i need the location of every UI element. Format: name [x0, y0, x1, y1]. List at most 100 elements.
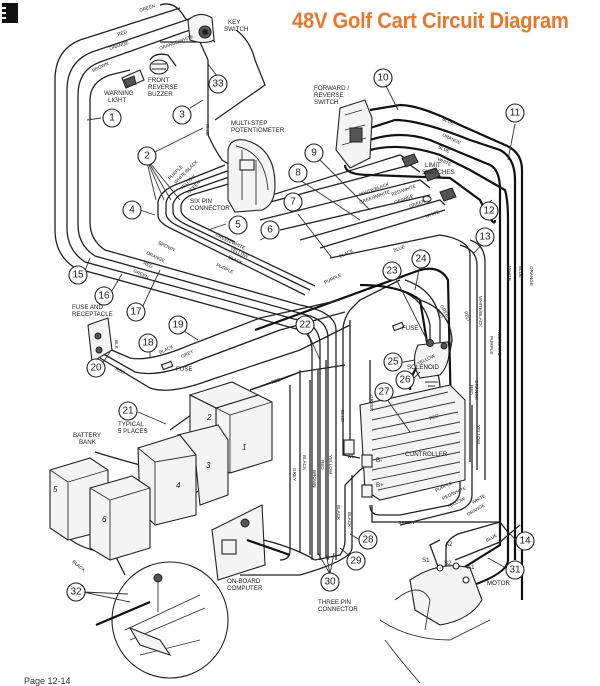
callout-5: 5 — [228, 215, 248, 235]
wire-label: BLACK — [71, 559, 86, 573]
callout-24: 24 — [411, 249, 431, 269]
solenoid-wiring — [359, 279, 453, 415]
callout-number: 29 — [350, 556, 362, 567]
callout-28: 28 — [358, 530, 378, 550]
wire-label: WHITE — [507, 266, 512, 281]
callout-number: 19 — [172, 320, 184, 331]
fuse-label: FUSE — [176, 366, 193, 373]
callout-19: 19 — [168, 315, 188, 335]
callout-10: 10 — [373, 68, 393, 88]
callout-number: 14 — [519, 536, 531, 547]
wire-label: RED — [117, 29, 128, 37]
pot-wiring — [157, 134, 316, 296]
callout-number: 16 — [98, 291, 110, 302]
wire-label: ORANGE — [474, 380, 479, 400]
callout-circle — [395, 370, 415, 390]
wire-label: WHITE/BLACK — [478, 296, 483, 328]
terminal-a2: A2 — [445, 541, 453, 548]
wire-label: GREEN — [139, 3, 156, 13]
callout-number: 18 — [142, 338, 154, 349]
page-corner-mark — [2, 3, 18, 23]
fuse-label: FUSE — [402, 325, 419, 332]
wire-label: BROWN — [312, 470, 317, 488]
page-footer: Page 12-14 — [24, 676, 71, 686]
callout-circle — [122, 200, 142, 220]
key-switch — [187, 13, 215, 44]
battery-number: 6 — [102, 515, 107, 524]
callout-14: 14 — [515, 531, 535, 551]
callout-circle — [346, 551, 366, 571]
callout-6: 6 — [260, 220, 280, 240]
callout-circle — [172, 105, 192, 125]
battery-number: 1 — [242, 443, 246, 452]
callout-number: 25 — [387, 357, 399, 368]
right-side-wiring — [254, 234, 486, 480]
wire-label: RED — [429, 413, 440, 421]
terminal-a1: A1 — [467, 564, 475, 571]
wire-labels: GREEN RED ORANGE ORANGE/WHITE BROWN BLUE… — [71, 3, 534, 573]
callout-number: 12 — [483, 206, 495, 217]
callout-number: 26 — [399, 375, 411, 386]
wire-label: BLUE — [442, 116, 455, 126]
callout-number: 28 — [362, 535, 374, 546]
callout-number: 17 — [130, 307, 142, 318]
callout-12: 12 — [479, 201, 499, 221]
wire-label: GREY — [292, 468, 297, 481]
wire-label: ORANGE — [394, 193, 414, 205]
controller-label: CONTROLLER — [405, 451, 448, 458]
callout-17: 17 — [126, 302, 146, 322]
battery-6 — [89, 475, 151, 561]
wire-label: BLACK — [336, 505, 341, 521]
callout-circle — [283, 192, 303, 212]
wire-label: ORANGE — [442, 132, 462, 145]
terminal-b-minus: B- — [376, 457, 382, 464]
callout-number: 27 — [378, 387, 390, 398]
battery-numbers: 1 2 3 4 5 6 — [53, 413, 246, 524]
limit-switches — [401, 153, 457, 203]
callout-26: 26 — [395, 370, 415, 390]
wire-label: RED — [143, 260, 155, 269]
callout-33: 33 — [208, 74, 228, 94]
wire-label: BLACK — [347, 512, 352, 528]
wire-label: PURPLE — [323, 273, 342, 285]
battery-terminal-detail — [95, 561, 229, 679]
wire-label: RED — [469, 385, 474, 395]
wire-label: RED — [115, 366, 127, 375]
callout-circle — [373, 68, 393, 88]
callout-number: 6 — [267, 225, 273, 236]
callout-circle — [118, 401, 138, 421]
callout-circle — [505, 103, 525, 123]
warning-light — [121, 69, 145, 89]
wire-label: GREEN — [369, 395, 374, 411]
leader-lines — [82, 63, 517, 603]
callout-number: 10 — [377, 73, 389, 84]
callout-number: 30 — [324, 577, 336, 588]
wire-label: WHITE — [437, 156, 453, 167]
callout-25: 25 — [383, 352, 403, 372]
callout-32: 32 — [66, 582, 86, 602]
callout-27: 27 — [374, 382, 394, 402]
callout-13: 13 — [475, 227, 495, 247]
callout-circle — [382, 261, 402, 281]
callout-16: 16 — [94, 286, 114, 306]
callout-number: 2 — [144, 151, 150, 162]
callout-circle — [208, 74, 228, 94]
terminal-b-plus: B+ — [376, 482, 384, 489]
callout-number: 22 — [299, 320, 311, 331]
callout-circle — [126, 302, 146, 322]
callout-4: 4 — [122, 200, 142, 220]
wire-label: BLACK — [302, 455, 307, 471]
wire-label: YELLOW — [476, 425, 481, 445]
callout-circle — [138, 333, 158, 353]
terminal-s2: S2 — [444, 560, 452, 567]
